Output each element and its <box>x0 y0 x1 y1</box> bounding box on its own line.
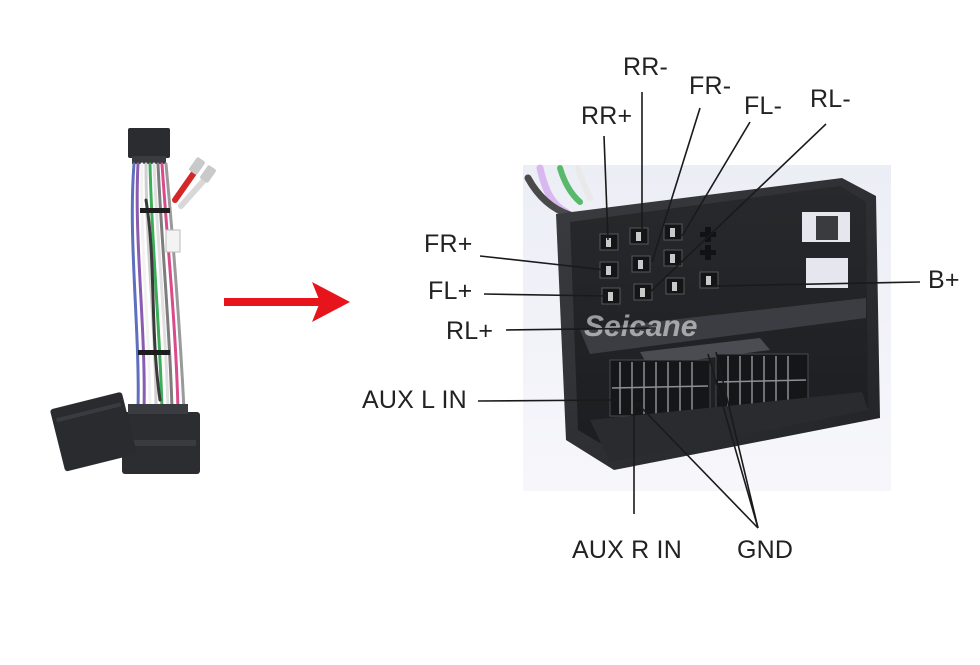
leader-fr-plus <box>479 255 607 271</box>
label-rr-plus: RR+ <box>581 102 633 130</box>
leader-rl-plus <box>505 327 657 331</box>
leader-lines <box>477 92 921 529</box>
harness-image <box>50 128 216 474</box>
label-rl-minus: RL- <box>810 85 851 113</box>
rca-plugs <box>172 157 216 209</box>
label-fr-plus: FR+ <box>424 230 473 258</box>
watermark-text: Seicane <box>584 310 697 343</box>
label-aux-l-in: AUX L IN <box>362 386 467 414</box>
label-b-plus: B+ <box>928 266 960 294</box>
leader-rl-minus <box>647 123 827 295</box>
leader-aux-l-in <box>477 399 617 402</box>
harness-top-connector <box>128 128 170 158</box>
leader-rr-plus <box>603 135 609 241</box>
connector-photo: Seicane <box>523 164 891 491</box>
label-fr-minus: FR- <box>689 72 732 100</box>
leader-fr-minus <box>651 107 701 263</box>
harness-wires <box>130 162 186 412</box>
leader-gnd-1 <box>635 401 759 529</box>
label-rl-plus: RL+ <box>446 317 494 345</box>
label-rr-minus: RR- <box>623 53 669 81</box>
leader-gnd-2 <box>707 353 759 529</box>
leader-fl-minus <box>681 121 751 237</box>
harness-bottom-connectors <box>50 392 200 474</box>
pin-contacts <box>606 228 711 301</box>
harness-tag <box>165 229 181 253</box>
leader-fl-plus <box>483 293 607 297</box>
label-aux-r-in: AUX R IN <box>572 536 682 564</box>
label-fl-minus: FL- <box>744 92 783 120</box>
label-gnd: GND <box>737 536 794 564</box>
direction-arrow <box>224 282 350 322</box>
leader-gnd-3 <box>715 351 759 529</box>
label-fl-plus: FL+ <box>428 277 473 305</box>
leader-b-plus <box>711 281 921 287</box>
